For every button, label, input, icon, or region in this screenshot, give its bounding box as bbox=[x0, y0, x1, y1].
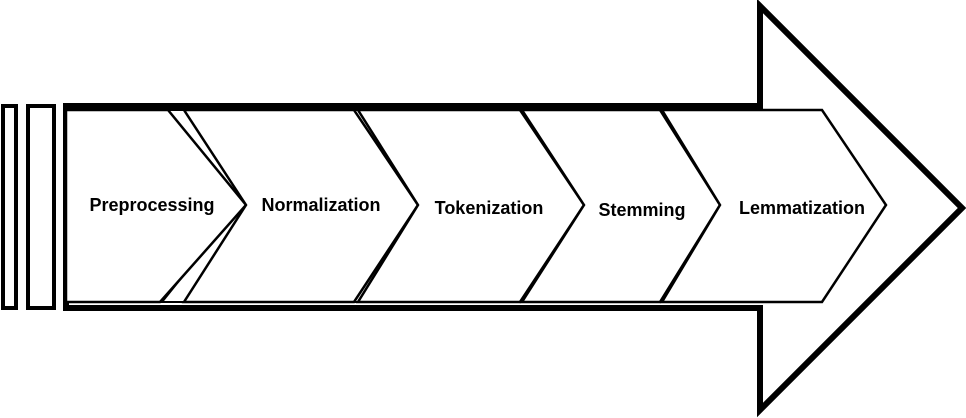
chevron-step-5 bbox=[659, 108, 888, 304]
tail-bar-right bbox=[26, 104, 56, 310]
chevron-step-3 bbox=[355, 108, 586, 304]
tail-bar-left bbox=[1, 104, 18, 310]
step-label-preprocessing: Preprocessing bbox=[89, 195, 214, 215]
step-label-tokenization: Tokenization bbox=[435, 198, 544, 218]
step-labels: Preprocessing Normalization Tokenization… bbox=[89, 195, 865, 220]
chevrons bbox=[64, 108, 888, 304]
step-label-normalization: Normalization bbox=[261, 195, 380, 215]
chevron-step-1 bbox=[64, 108, 248, 304]
step-label-lemmatization: Lemmatization bbox=[739, 198, 865, 218]
step-label-stemming: Stemming bbox=[598, 200, 685, 220]
chevron-step-4 bbox=[519, 108, 722, 304]
chevron-step-2 bbox=[181, 108, 420, 304]
